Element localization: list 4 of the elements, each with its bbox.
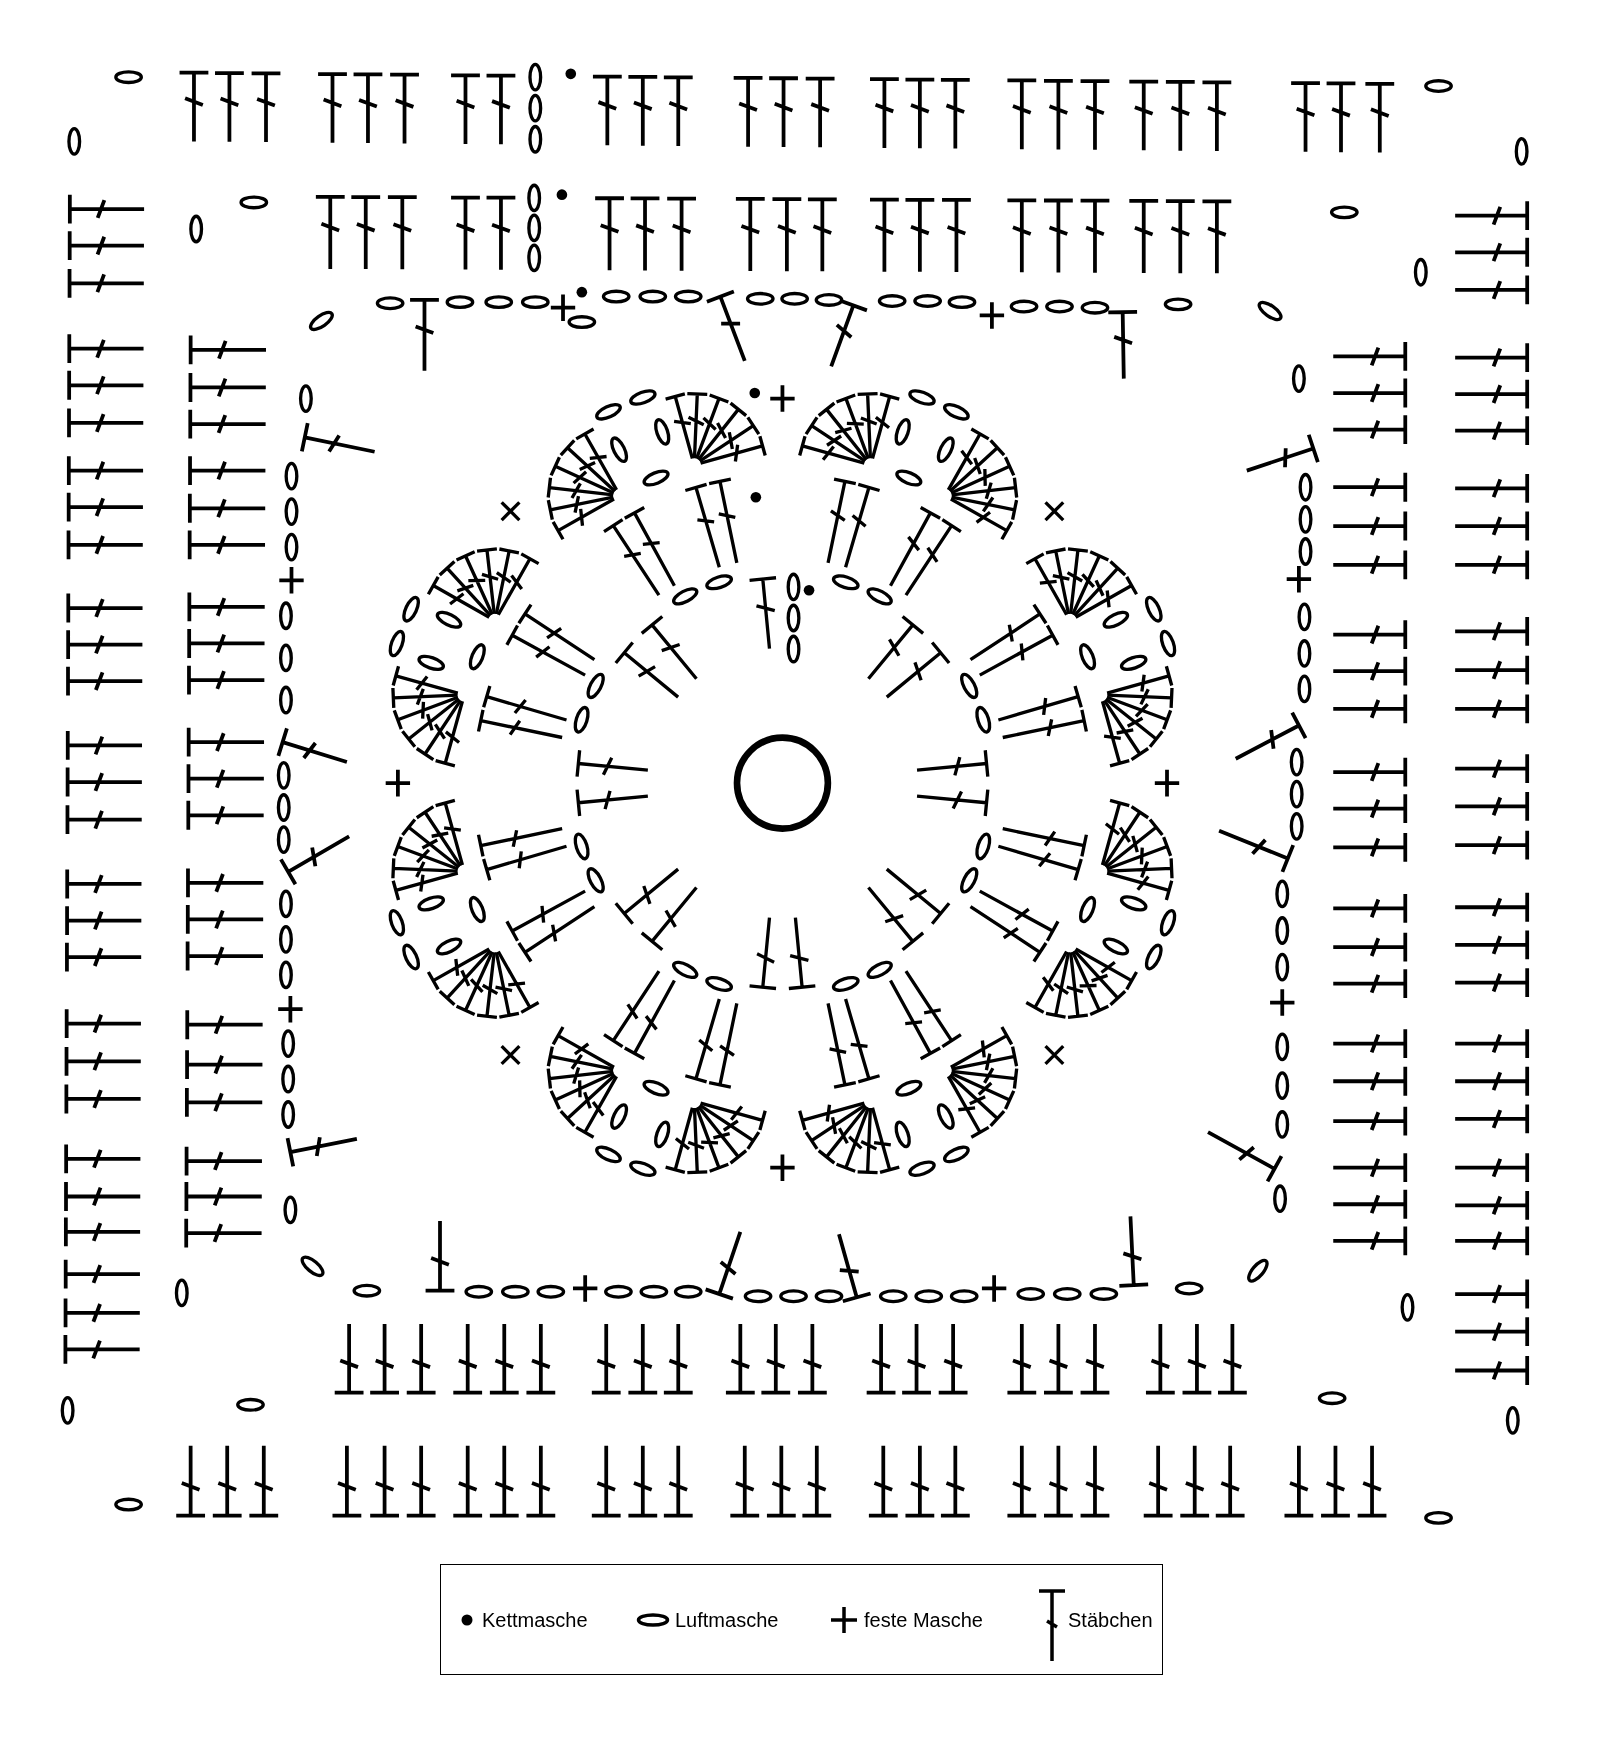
legend-label: Luftmasche — [675, 1608, 779, 1632]
legend-label: Kettmasche — [482, 1608, 588, 1632]
legend-label: Stäbchen — [1068, 1608, 1153, 1632]
legend-label: feste Masche — [864, 1608, 983, 1632]
